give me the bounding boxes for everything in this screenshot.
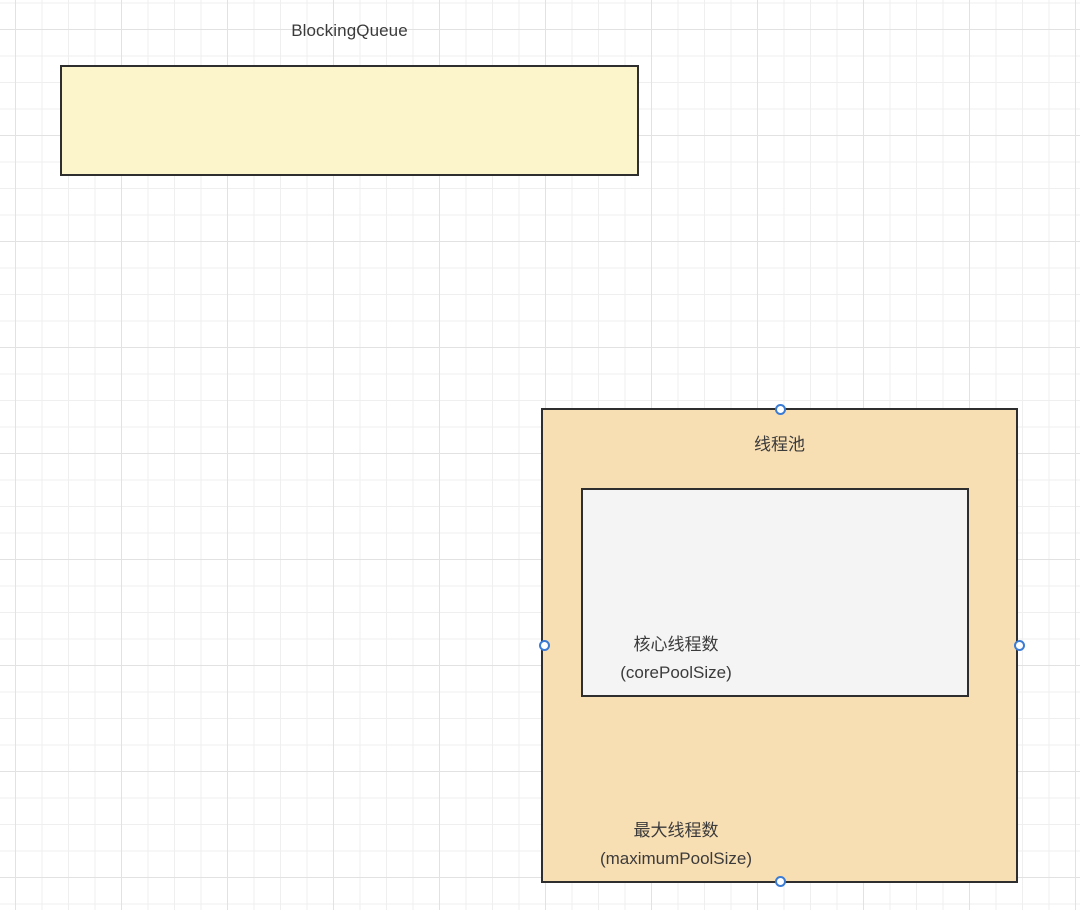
- maximum-pool-size-label-line2: (maximumPoolSize): [599, 849, 753, 868]
- core-pool-size-node[interactable]: [581, 488, 969, 697]
- blocking-queue-title: BlockingQueue: [291, 21, 408, 40]
- maximum-pool-size-label: 最大线程数 (maximumPoolSize): [546, 817, 806, 873]
- core-pool-size-label: 核心线程数 (corePoolSize): [546, 631, 806, 687]
- connection-handle-bottom[interactable]: [774, 875, 786, 887]
- connection-handle-right[interactable]: [1013, 639, 1025, 651]
- core-pool-size-label-line1: 核心线程数: [633, 635, 719, 654]
- connection-handle-left[interactable]: [538, 639, 550, 651]
- blocking-queue-node[interactable]: [60, 65, 639, 176]
- maximum-pool-size-label-line1: 最大线程数: [633, 821, 719, 840]
- core-pool-size-label-line2: (corePoolSize): [620, 663, 732, 682]
- connection-handle-top[interactable]: [774, 403, 786, 415]
- thread-pool-title: 线程池: [754, 435, 805, 454]
